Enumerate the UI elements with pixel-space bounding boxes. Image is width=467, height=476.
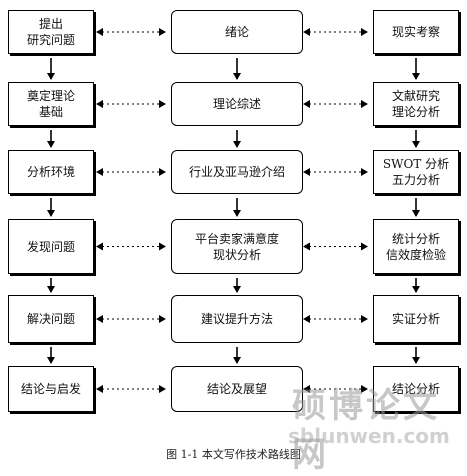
left-node-label: 结论与启发 xyxy=(20,382,81,396)
center-node-4: 平台卖家满意度 现状分析 xyxy=(171,219,303,274)
center-node-label: 绪论 xyxy=(224,25,249,39)
left-node-label: 提出 研究问题 xyxy=(26,17,75,47)
right-node-4: 统计分析 信效度检验 xyxy=(373,219,459,274)
center-node-label: 建议提升方法 xyxy=(200,312,273,326)
left-node-3: 分析环境 xyxy=(8,150,94,194)
left-node-6: 结论与启发 xyxy=(8,366,94,412)
right-node-1: 现实考察 xyxy=(373,10,459,54)
center-node-label: 行业及亚马逊介绍 xyxy=(188,165,285,179)
left-node-4: 发现问题 xyxy=(8,219,94,274)
left-node-label: 奠定理论 基础 xyxy=(26,89,75,119)
left-node-2: 奠定理论 基础 xyxy=(8,82,94,126)
center-node-label: 理论综述 xyxy=(212,97,261,111)
right-node-label: 结论分析 xyxy=(391,382,440,396)
left-node-label: 分析环境 xyxy=(26,165,75,179)
left-node-label: 解决问题 xyxy=(26,312,75,326)
center-node-label: 平台卖家满意度 现状分析 xyxy=(194,231,279,262)
center-node-3: 行业及亚马逊介绍 xyxy=(171,150,303,194)
right-node-6: 结论分析 xyxy=(373,366,459,412)
figure-caption: 图 1-1 本文写作技术路线图 xyxy=(166,448,301,461)
center-node-1: 绪论 xyxy=(171,10,303,54)
left-node-1: 提出 研究问题 xyxy=(8,10,94,54)
right-node-3: SWOT 分析 五力分析 xyxy=(373,150,459,194)
right-node-label: SWOT 分析 五力分析 xyxy=(382,157,450,187)
right-node-5: 实证分析 xyxy=(373,295,459,343)
right-node-label: 统计分析 信效度检验 xyxy=(385,231,446,262)
center-node-6: 结论及展望 xyxy=(171,366,303,412)
right-node-label: 文献研究 理论分析 xyxy=(391,89,440,119)
left-node-label: 发现问题 xyxy=(26,239,75,254)
center-node-label: 结论及展望 xyxy=(206,382,267,396)
right-node-label: 实证分析 xyxy=(391,312,440,326)
center-node-2: 理论综述 xyxy=(171,82,303,126)
right-node-label: 现实考察 xyxy=(391,25,440,39)
center-node-5: 建议提升方法 xyxy=(171,295,303,343)
left-node-5: 解决问题 xyxy=(8,295,94,343)
right-node-2: 文献研究 理论分析 xyxy=(373,82,459,126)
watermark-url: sblunwen.com xyxy=(288,424,450,448)
connector-layer xyxy=(47,28,420,393)
